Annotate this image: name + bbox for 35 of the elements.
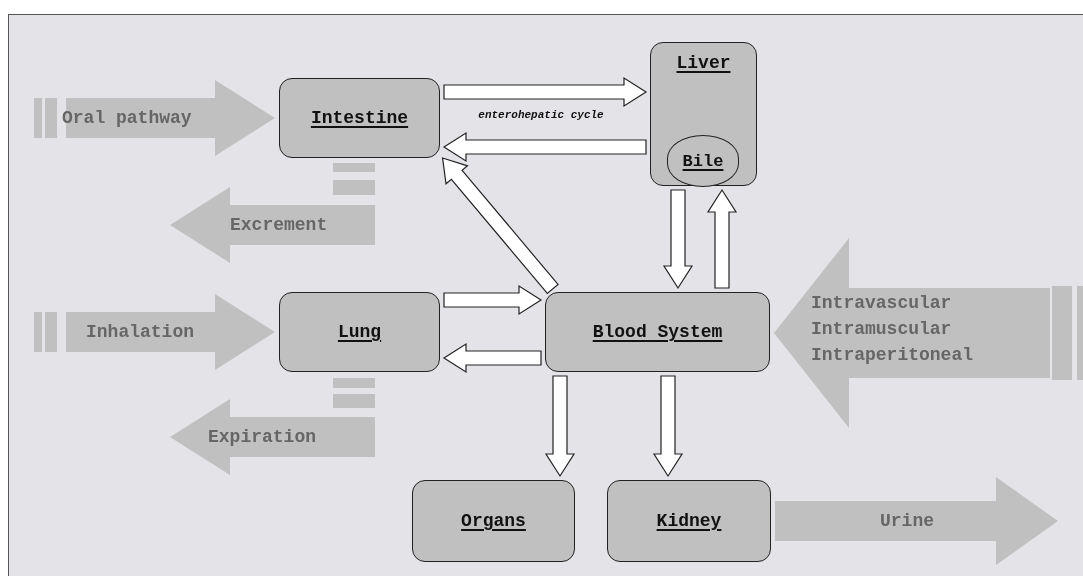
hollow-arrow xyxy=(662,189,694,290)
rounded-box xyxy=(279,292,440,372)
edge-label: Urine xyxy=(880,510,935,533)
node-label: Liver xyxy=(676,53,731,73)
edge-label: Oral pathway xyxy=(62,107,193,130)
block-arrow xyxy=(170,163,375,263)
rounded-box xyxy=(545,292,770,372)
node-label: Bile xyxy=(682,151,724,171)
hollow-arrow xyxy=(706,188,738,289)
edge-label: Intravascular Intramuscular Intraperitoneal xyxy=(811,292,975,368)
block-arrow xyxy=(34,80,275,156)
block-arrow xyxy=(34,294,275,370)
node-label: Blood System xyxy=(592,322,723,342)
block-arrow xyxy=(170,378,375,475)
edge-label: enterohepatic cycle xyxy=(477,108,605,123)
block-arrow xyxy=(775,477,1058,565)
node-label: Organs xyxy=(461,511,526,531)
rounded-box xyxy=(412,480,575,562)
node-label: Lung xyxy=(337,322,382,342)
rounded-box xyxy=(650,42,757,186)
edge-label: Expiration xyxy=(208,426,318,449)
rounded-box xyxy=(607,480,771,562)
rounded-box xyxy=(279,78,440,158)
block-arrow xyxy=(774,238,1083,428)
hollow-arrow xyxy=(441,157,559,295)
hollow-arrow xyxy=(652,375,684,478)
hollow-arrow xyxy=(442,342,542,374)
hollow-arrow xyxy=(443,76,648,108)
edge-label: Excrement xyxy=(230,214,329,237)
hollow-arrow xyxy=(544,375,576,478)
hollow-arrow xyxy=(442,131,647,163)
node-label: Kidney xyxy=(656,511,722,531)
node-label: Intestine xyxy=(310,108,409,128)
hollow-arrow xyxy=(443,284,543,316)
edge-label: Inhalation xyxy=(86,321,196,344)
